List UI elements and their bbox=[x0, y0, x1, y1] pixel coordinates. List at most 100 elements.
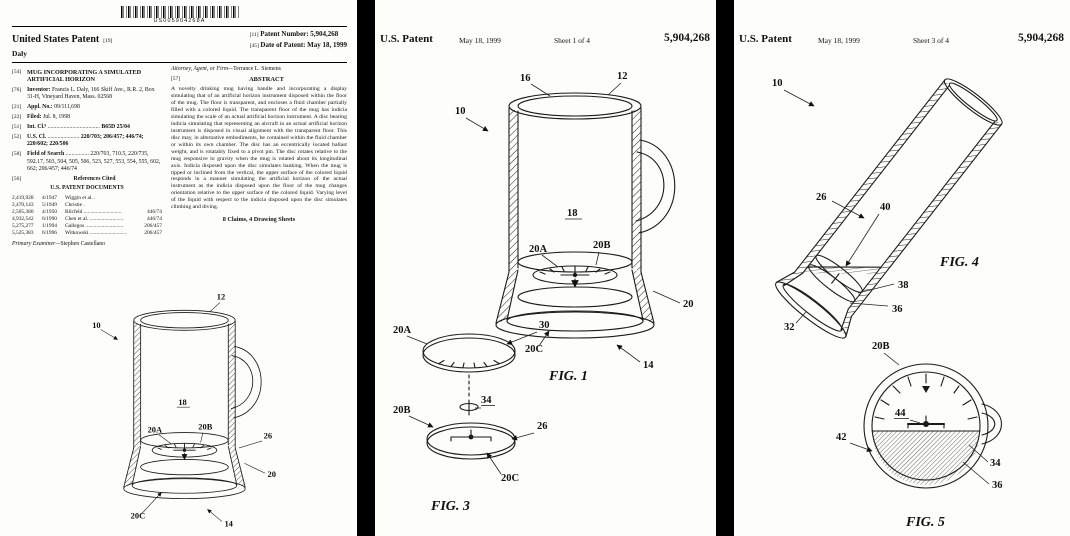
patent-number-tag: [11] bbox=[249, 32, 259, 38]
claims-line: 8 Claims, 4 Drawing Sheets bbox=[222, 216, 296, 224]
ref-30: 30 bbox=[539, 320, 550, 331]
fig3-caption: FIG. 3 bbox=[430, 499, 470, 514]
ref-16: 16 bbox=[520, 73, 531, 84]
ref-34: 34 bbox=[481, 395, 492, 406]
barcode bbox=[120, 6, 239, 18]
ref-18: 18 bbox=[567, 208, 578, 219]
field-filed: [22] Filed: Jul. 8, 1998 bbox=[12, 114, 71, 121]
ref-36: 36 bbox=[992, 480, 1003, 491]
front-page: US005904268A United States Patent [19] D… bbox=[0, 0, 357, 536]
invention-title: MUG INCORPORATING A SIMULATED ARTIFICIAL… bbox=[27, 68, 142, 84]
date-tag: [45] bbox=[249, 42, 259, 49]
ref-36: 36 bbox=[892, 304, 903, 315]
sheet-date: May 18, 1999 bbox=[459, 36, 501, 45]
field-search: [58] Field of Search ................ 22… bbox=[12, 151, 161, 173]
patent-number-label: Patent Number: bbox=[260, 30, 309, 38]
ref-42: 42 bbox=[836, 432, 847, 443]
fig3-leader-lines bbox=[406, 331, 538, 475]
us-patent-documents-title: U.S. PATENT DOCUMENTS bbox=[50, 185, 124, 192]
patent-number-line: [11] Patent Number: 5,904,268 bbox=[250, 29, 347, 40]
ref-40: 40 bbox=[880, 202, 891, 213]
inventor-surname: Daly bbox=[12, 49, 27, 58]
ref-20B: 20B bbox=[393, 405, 411, 416]
fig1-drawing: 16 12 10 18 20A 20B 20 20C 14 FIG. 1 bbox=[455, 71, 694, 384]
ref-18: 18 bbox=[178, 397, 186, 407]
ref-26: 26 bbox=[264, 431, 272, 441]
filed-value: Jul. 8, 1998 bbox=[42, 114, 71, 121]
fig4-geometry bbox=[775, 78, 1003, 339]
figure-reference-numerals: 10 12 18 20A 20B 26 20 20C 14 bbox=[92, 292, 276, 529]
references-title: References Cited bbox=[73, 175, 116, 182]
abstract-title: ABSTRACT bbox=[249, 75, 284, 83]
field-references: [56] References Cited bbox=[12, 176, 162, 183]
ref-20C: 20C bbox=[501, 473, 519, 484]
fig4-drawing: 10 26 40 38 36 32 FIG. 4 bbox=[772, 78, 1003, 339]
abstract-heading: [57] ABSTRACT bbox=[171, 76, 347, 84]
ref-20A: 20A bbox=[393, 325, 412, 336]
ref-20A: 20A bbox=[148, 425, 163, 435]
date-line: [45] Date of Patent: May 18, 1999 bbox=[250, 40, 347, 51]
sheet-date: May 18, 1999 bbox=[818, 36, 860, 45]
fig5-reference-numerals: 20B 42 44 34 36 FIG. 5 bbox=[836, 341, 1003, 530]
inventor-value: Francis L. Daly, 166 Skiff Ave., R.R. 2,… bbox=[27, 86, 155, 101]
patent-header: United States Patent [19] Daly [11] Pate… bbox=[12, 27, 347, 60]
patent-number-value: 5,904,268 bbox=[310, 30, 339, 38]
ref-20B: 20B bbox=[198, 421, 212, 431]
fig1-caption: FIG. 1 bbox=[548, 369, 588, 384]
field-int-cl: [51] Int. Cl.⁶ .........................… bbox=[12, 124, 130, 130]
ref-38: 38 bbox=[898, 280, 909, 291]
sheet-title: U.S. Patent bbox=[380, 33, 433, 45]
sheet-patent-number: 5,904,268 bbox=[1018, 32, 1064, 44]
fig5-caption: FIG. 5 bbox=[905, 515, 945, 530]
date-value: May 18, 1999 bbox=[307, 40, 347, 49]
ref-10: 10 bbox=[455, 106, 466, 117]
fig4-caption: FIG. 4 bbox=[939, 255, 979, 270]
ref-12: 12 bbox=[217, 292, 225, 302]
fig5-drawing: 20B 42 44 34 36 FIG. 5 bbox=[836, 341, 1003, 530]
drawing-sheet-3: U.S. Patent May 18, 1999 Sheet 3 of 4 5,… bbox=[734, 0, 1070, 536]
field-inventor: [76] Inventor: Francis L. Daly, 166 Skif… bbox=[12, 86, 155, 101]
ref-20A: 20A bbox=[529, 244, 548, 255]
ref-20C: 20C bbox=[525, 344, 543, 355]
ref-14: 14 bbox=[224, 518, 233, 528]
ref-20: 20 bbox=[267, 469, 275, 479]
search-value: 220/703, 710.5, 220/735, 592.17, 503, 50… bbox=[27, 151, 161, 173]
front-page-figure: 10 12 18 20A 20B 26 20 20C 14 bbox=[92, 292, 276, 529]
ref-20B: 20B bbox=[872, 341, 890, 352]
fig4-reference-numerals: 10 26 40 38 36 32 FIG. 4 bbox=[772, 78, 979, 333]
barcode-text: US005904268A bbox=[153, 18, 206, 24]
fig5-geometry bbox=[863, 363, 1003, 489]
page-title: United States Patent bbox=[12, 34, 100, 45]
appl-value: 09/111,698 bbox=[54, 104, 80, 111]
field-title: [54] MUG INCORPORATING A SIMULATED ARTIF… bbox=[12, 69, 162, 85]
field-appl-no: [21] Appl. No.: 09/111,698 bbox=[12, 104, 80, 111]
page-gutter bbox=[716, 0, 734, 536]
attorney-line: Attorney, Agent, or Firm—Terrance L. Sie… bbox=[170, 66, 281, 72]
header-top-rule bbox=[12, 26, 347, 27]
sheet-header: U.S. Patent May 18, 1999 Sheet 3 of 4 5,… bbox=[734, 0, 1070, 54]
sheet-title: U.S. Patent bbox=[739, 33, 792, 45]
abstract-column: Attorney, Agent, or Firm—Terrance L. Sie… bbox=[171, 66, 347, 286]
header-bottom-rule bbox=[12, 62, 347, 63]
abstract-text: A novelty drinking mug having handle and… bbox=[170, 86, 347, 211]
figure-leader-lines bbox=[100, 302, 266, 522]
ref-10: 10 bbox=[92, 320, 100, 330]
ref-26: 26 bbox=[537, 421, 548, 432]
sheet-patent-number: 5,904,268 bbox=[664, 32, 710, 44]
fig1-reference-numerals: 16 12 10 18 20A 20B 20 20C 14 FIG. 1 bbox=[455, 71, 694, 384]
primary-examiner-line: Primary Examiner—Stephen Castellano bbox=[12, 240, 106, 247]
drawing-sheet-1: U.S. Patent May 18, 1999 Sheet 1 of 4 5,… bbox=[375, 0, 716, 536]
date-label: Date of Patent: bbox=[260, 40, 306, 49]
us-cl-value: 220/703; 206/457; 446/74; 220/602; 220/5… bbox=[27, 133, 144, 148]
ref-20C: 20C bbox=[131, 511, 146, 521]
fig4-leader-lines bbox=[783, 89, 895, 324]
ref-26: 26 bbox=[816, 192, 827, 203]
